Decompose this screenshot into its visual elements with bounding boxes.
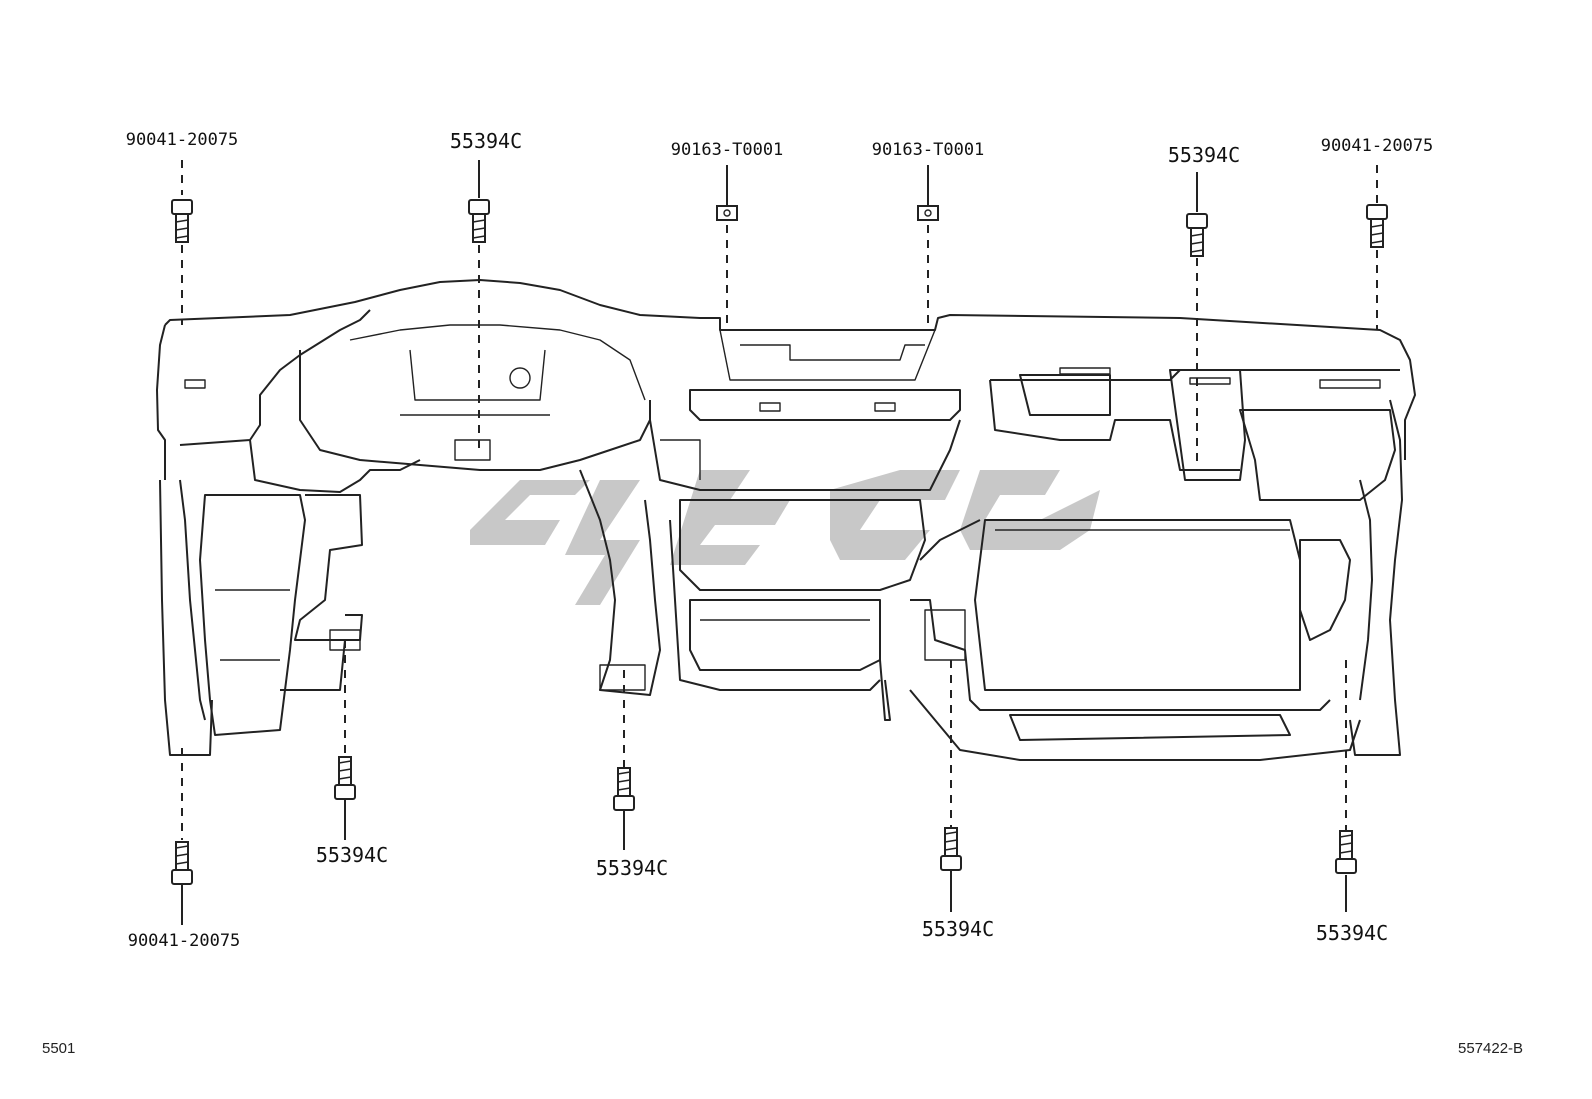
- leader-lines: [181, 160, 1378, 925]
- clip-nut-icon: [917, 205, 939, 221]
- callout-bottom-center-screw: 55394C: [596, 856, 668, 880]
- clip-nut-icon: [716, 205, 738, 221]
- dashboard-reinforcement: [156, 279, 1416, 761]
- screw-icon: [613, 767, 635, 811]
- callout-top-center-left-nut: 90163-T0001: [671, 140, 784, 160]
- bolt-icon: [171, 199, 193, 243]
- callout-bottom-right-screw: 55394C: [1316, 921, 1388, 945]
- callout-top-left-bolt: 90041-20075: [126, 130, 239, 150]
- screw-icon: [334, 756, 356, 800]
- footer-right-code: 557422-B: [1458, 1040, 1524, 1057]
- screw-icon: [1335, 830, 1357, 874]
- screw-icon: [468, 199, 490, 243]
- callout-bottom-left-screw: 55394C: [316, 843, 388, 867]
- callout-top-right-screw: 55394C: [1168, 143, 1240, 167]
- callout-bottom-right-center-screw: 55394C: [922, 917, 994, 941]
- callout-bottom-left-bolt: 90041-20075: [128, 931, 241, 951]
- bolt-icon: [171, 841, 193, 885]
- screw-icon: [940, 827, 962, 871]
- footer-left-code: 5501: [42, 1040, 76, 1057]
- callout-top-left-screw: 55394C: [450, 129, 522, 153]
- callout-top-right-bolt: 90041-20075: [1321, 136, 1434, 156]
- callout-top-center-right-nut: 90163-T0001: [872, 140, 985, 160]
- screw-icon: [1186, 213, 1208, 257]
- bolt-icon: [1366, 204, 1388, 248]
